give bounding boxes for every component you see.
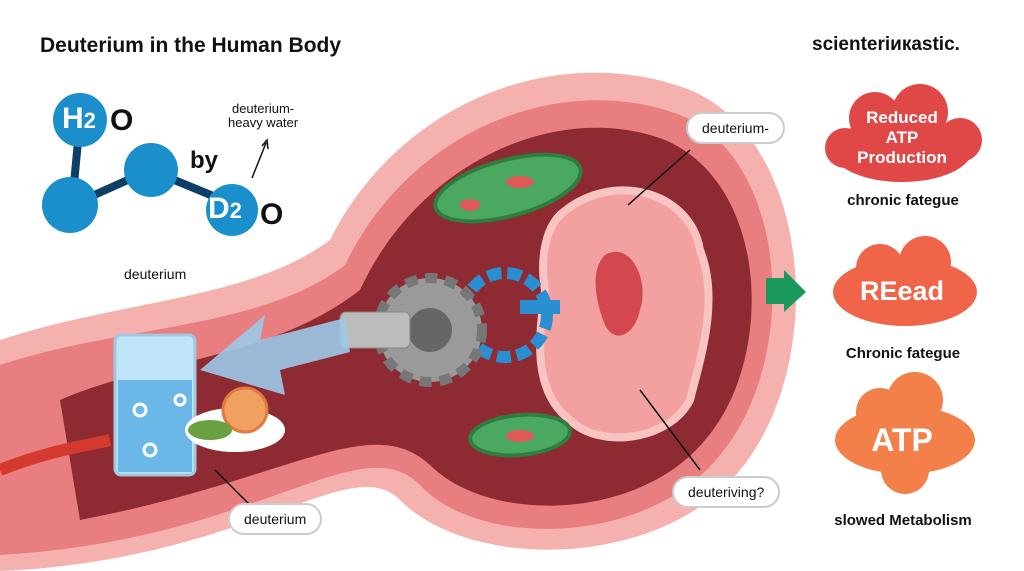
connector-text: by — [190, 147, 219, 174]
d2o-sub: 2 — [229, 198, 242, 223]
cloud-line: Production — [857, 148, 947, 167]
flow-arrow-icon — [200, 315, 350, 395]
note-line: heavy water — [228, 115, 299, 130]
h2o-o: O — [110, 104, 134, 137]
cloud-line: ATP — [885, 128, 919, 147]
page-title: Deuterium in the Human Body — [40, 34, 342, 57]
heavy-water-note: deuterium-heavy water — [228, 102, 298, 130]
h2o-h: H — [62, 102, 84, 135]
cloud-atp — [835, 372, 975, 494]
h2o-sub: 2 — [83, 108, 96, 133]
d2o-formula: D2 — [208, 192, 242, 226]
deuterium-label: deuterium — [124, 266, 187, 282]
d2o-o: O — [260, 198, 284, 231]
cloud-reduced-atp-text: Reduced ATP Production — [832, 108, 972, 168]
d2o-d: D — [208, 192, 230, 225]
cloud-atp-text: ATP — [871, 422, 933, 458]
note-line: deuterium- — [231, 101, 295, 116]
cloud-reead — [833, 236, 977, 326]
blood-vessel — [0, 434, 112, 476]
cloud-reduced-atp — [825, 84, 982, 182]
green-arrow-icon — [766, 270, 806, 312]
cloud-reead-text: REead — [859, 276, 945, 306]
molecule-diagram — [42, 93, 269, 236]
effect-caption: Chronic fategue — [845, 345, 961, 362]
effect-caption: slowed Metabolism — [834, 512, 972, 529]
cloud-line: Reduced — [866, 108, 938, 127]
callout-bottom-right: deuteriving? — [672, 476, 781, 508]
callout-bottom-left: deuterium — [228, 503, 323, 535]
h2o-formula: H2 — [62, 102, 96, 136]
tissue-core — [595, 251, 643, 336]
callout-top: deuterium- — [686, 112, 785, 144]
effect-caption: chronic fategue — [847, 192, 959, 209]
brand-logo: scienteriикastic. — [812, 34, 960, 55]
